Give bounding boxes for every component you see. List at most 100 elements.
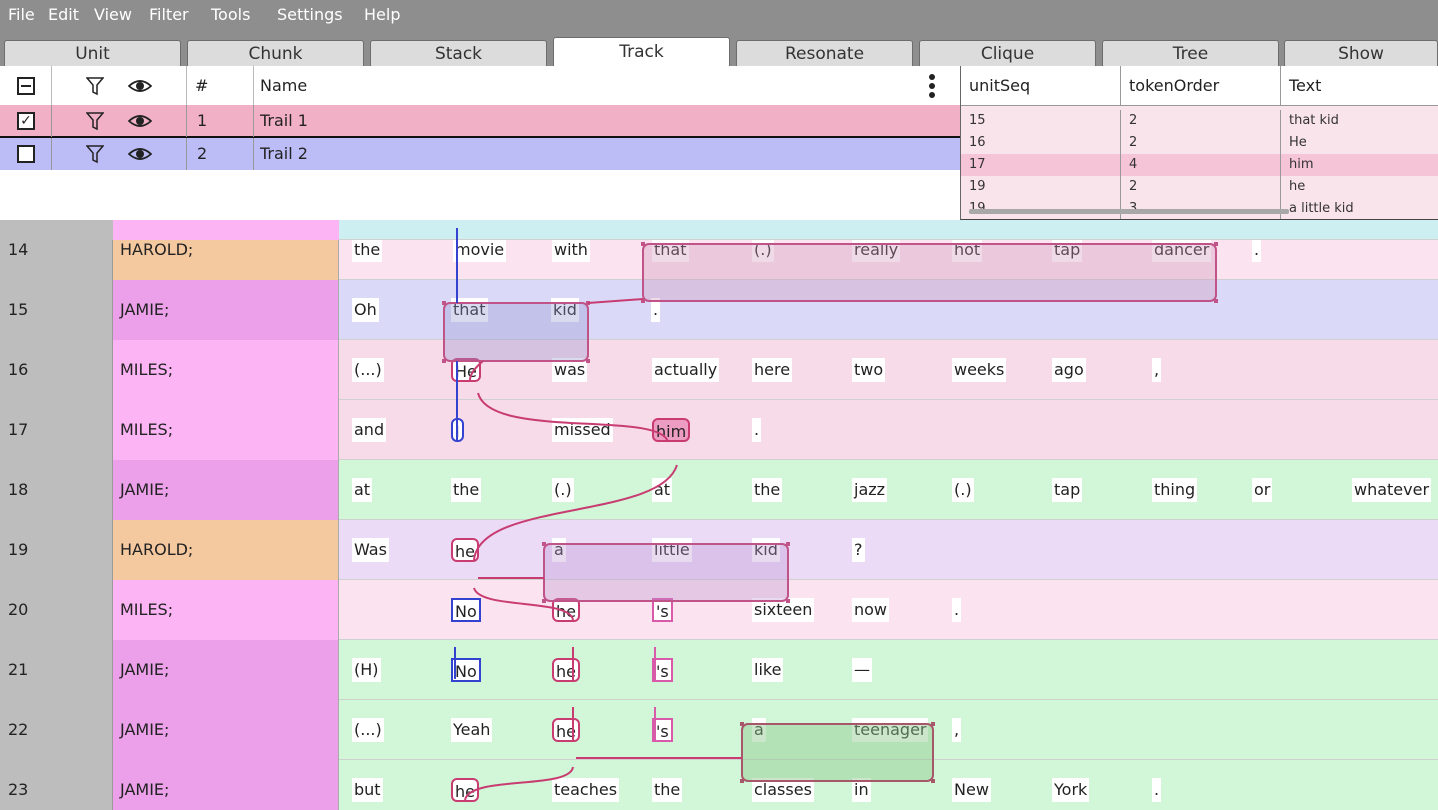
token-word[interactable]: Oh (352, 298, 379, 322)
token-word[interactable]: really (852, 238, 901, 262)
token-word[interactable]: at (352, 478, 373, 502)
menu-view[interactable]: View (94, 5, 132, 24)
menu-file[interactable]: File (8, 5, 35, 24)
collapse-all-icon[interactable] (17, 77, 35, 95)
tab-resonate[interactable]: Resonate (736, 40, 913, 66)
token-word[interactable]: the (652, 778, 683, 802)
token-word[interactable]: kid (551, 298, 579, 322)
token-word[interactable]: with (552, 238, 590, 262)
collapse-column[interactable] (0, 66, 52, 105)
token-word[interactable]: (...) (352, 718, 384, 742)
token-word[interactable]: . (752, 418, 762, 442)
token-word[interactable]: he (552, 658, 580, 682)
eye-icon[interactable] (128, 145, 152, 163)
name-column-header[interactable]: Name (260, 76, 308, 95)
token-word[interactable]: ? (852, 538, 865, 562)
token-word[interactable]: Yeah (451, 718, 493, 742)
token-word[interactable]: — (852, 658, 872, 682)
text-header[interactable]: Text (1289, 76, 1322, 95)
token-word[interactable]: teaches (552, 778, 620, 802)
tab-stack[interactable]: Stack (370, 40, 547, 66)
unitseq-header[interactable]: unitSeq (961, 66, 1121, 105)
menu-help[interactable]: Help (364, 5, 401, 24)
token-word[interactable]: that (652, 238, 689, 262)
trail-eye-cell[interactable] (126, 138, 187, 170)
token-word[interactable]: the (451, 478, 482, 502)
eye-icon[interactable] (128, 112, 152, 130)
token-word[interactable]: , (1152, 358, 1162, 382)
tab-show[interactable]: Show (1284, 40, 1438, 66)
token-word[interactable]: now (852, 598, 890, 622)
token-word[interactable]: No (451, 598, 481, 622)
token-word[interactable]: at (652, 478, 673, 502)
token-word[interactable]: 's (652, 598, 673, 622)
token-word[interactable]: the (752, 478, 783, 502)
token-word[interactable]: hot (952, 238, 983, 262)
filter-column[interactable] (52, 66, 126, 105)
tab-tree[interactable]: Tree (1102, 40, 1279, 66)
filter-icon[interactable] (86, 144, 104, 164)
token-word[interactable]: . (1252, 238, 1262, 262)
token-word[interactable]: No (451, 658, 481, 682)
trail-checkbox[interactable]: ✓ (17, 112, 35, 130)
token-word[interactable]: (.) (952, 478, 974, 502)
trail-filter-cell[interactable] (52, 105, 126, 137)
tab-clique[interactable]: Clique (919, 40, 1096, 66)
token-word[interactable]: New (952, 778, 991, 802)
token-word[interactable]: like (752, 658, 784, 682)
menu-edit[interactable]: Edit (48, 5, 79, 24)
token-word[interactable]: and (352, 418, 387, 442)
token-word[interactable]: him (652, 418, 691, 442)
token-word[interactable]: weeks (952, 358, 1007, 382)
token-word[interactable]: movie (453, 238, 507, 262)
token-word[interactable]: in (852, 778, 871, 802)
tab-chunk[interactable]: Chunk (187, 40, 364, 66)
filter-icon[interactable] (86, 111, 104, 131)
token-word[interactable]: (.) (552, 478, 574, 502)
menu-tools[interactable]: Tools (211, 5, 251, 24)
token-word[interactable]: He (451, 358, 481, 382)
token-word[interactable]: little (652, 538, 692, 562)
token-word[interactable]: (H) (352, 658, 381, 682)
tokenorder-header[interactable]: tokenOrder (1121, 66, 1281, 105)
token-word[interactable]: thing (1152, 478, 1198, 502)
trail-name[interactable]: Trail 1 (260, 111, 308, 130)
token-word[interactable]: dancer (1152, 238, 1212, 262)
token-word[interactable]: . (952, 598, 962, 622)
menu-settings[interactable]: Settings (277, 5, 343, 24)
token-word[interactable]: that (451, 298, 488, 322)
filter-icon[interactable] (86, 76, 104, 96)
token-word[interactable]: York (1052, 778, 1090, 802)
token-word[interactable]: sixteen (752, 598, 815, 622)
token-word[interactable]: jazz (852, 478, 888, 502)
token-word[interactable]: I (451, 418, 464, 442)
trail-eye-cell[interactable] (126, 105, 187, 137)
token-word[interactable]: he (451, 538, 479, 562)
trail-filter-cell[interactable] (52, 138, 126, 170)
token-word[interactable]: here (752, 358, 793, 382)
token-word[interactable]: he (552, 718, 580, 742)
token-word[interactable]: two (852, 358, 886, 382)
token-word[interactable]: , (952, 718, 962, 742)
token-word[interactable]: actually (652, 358, 720, 382)
token-word[interactable]: teenager (852, 718, 929, 742)
tab-unit[interactable]: Unit (4, 40, 181, 66)
tab-track[interactable]: Track (553, 37, 730, 66)
token-word[interactable]: a (752, 718, 766, 742)
num-column-header[interactable]: # (187, 66, 254, 105)
token-word[interactable]: . (651, 298, 661, 322)
token-word[interactable]: a (552, 538, 566, 562)
token-word[interactable]: whatever (1352, 478, 1432, 502)
token-word[interactable]: or (1252, 478, 1273, 502)
